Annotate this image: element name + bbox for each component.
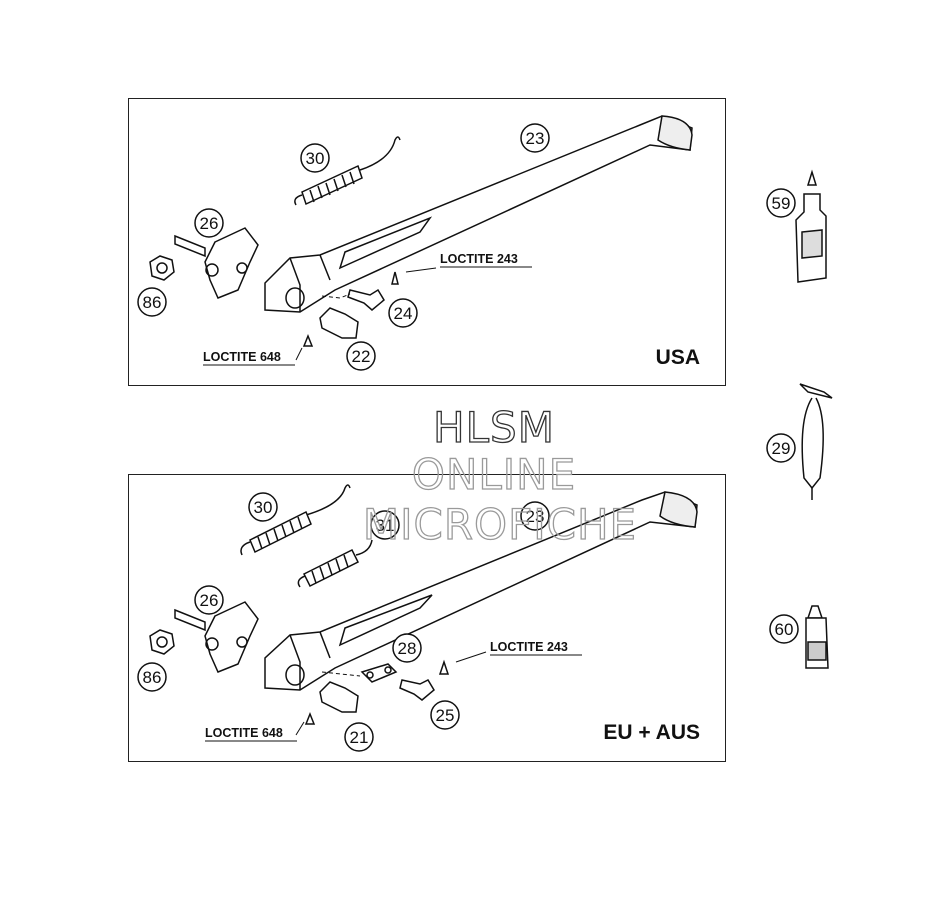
watermark-line-3: MICROFICHE [363,500,637,549]
loctite-243-label: LOCTITE 243 [490,640,568,654]
callout-26: 26 [200,214,219,233]
loctite-648-label: LOCTITE 648 [205,726,283,740]
eu-callouts: 30 31 23 26 86 28 25 21 LOCTITE 243 LOCT… [137,492,700,752]
callout-31: 31 [376,516,395,535]
usa-side-stand-drawing [149,115,693,361]
callout-30: 30 [306,149,325,168]
callout-86: 86 [143,293,162,312]
callout-59: 59 [772,194,791,213]
watermark: HLSM ONLINE MICROFICHE [362,402,637,549]
watermark-line-2: ONLINE [412,450,576,499]
callout-25: 25 [436,706,455,725]
loctite-243-label: LOCTITE 243 [440,252,518,266]
callout-26: 26 [200,591,219,610]
usa-callouts: 30 23 26 86 24 22 LOCTITE 243 LOCTITE 64… [137,123,700,371]
region-label-eu-aus: EU + AUS [603,721,700,744]
callout-23: 23 [526,507,545,526]
callout-23: 23 [526,129,545,148]
callout-29: 29 [772,439,791,458]
callout-86: 86 [143,668,162,687]
callout-28: 28 [398,639,417,658]
watermark-line-1: HLSM [433,403,555,452]
side-items [795,169,833,669]
callout-24: 24 [394,304,413,323]
callout-22: 22 [352,347,371,366]
region-label-usa: USA [656,346,700,369]
callout-21: 21 [350,728,369,747]
loctite-648-label: LOCTITE 648 [203,350,281,364]
callout-30: 30 [254,498,273,517]
side-callouts: 59 29 60 [766,188,799,644]
callout-60: 60 [775,620,794,639]
eu-side-stand-drawing [149,484,698,736]
